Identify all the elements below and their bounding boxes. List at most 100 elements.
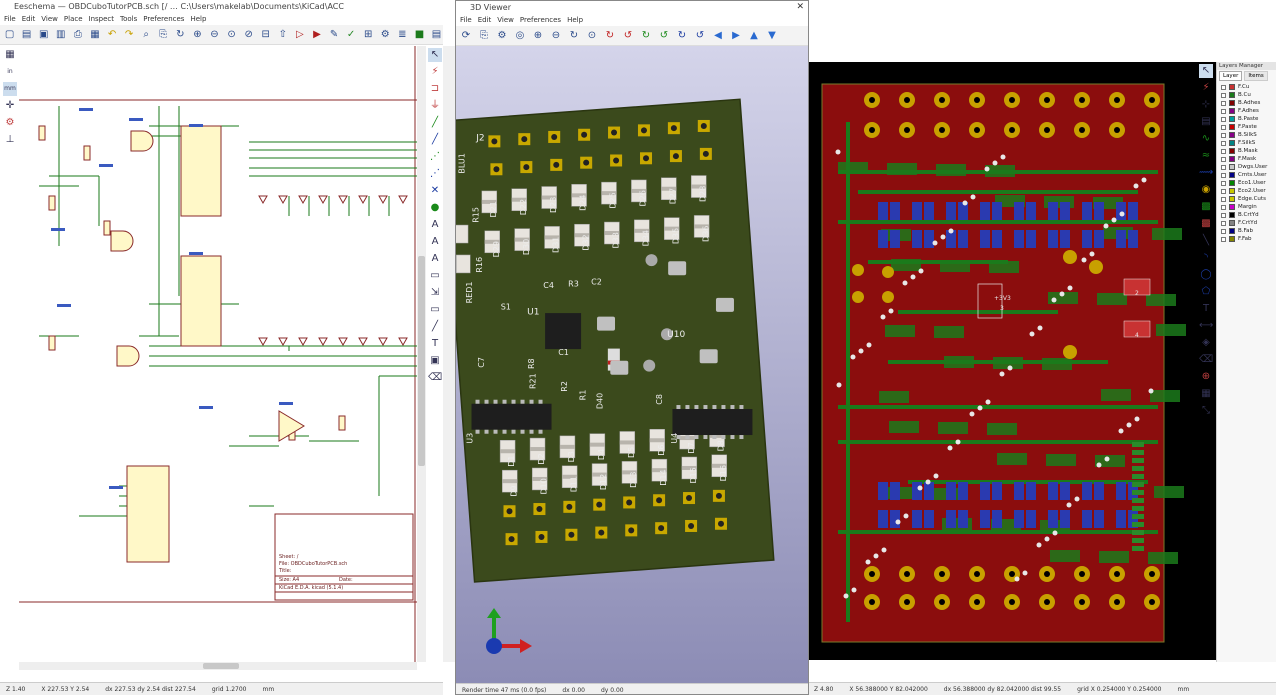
layer-visibility-checkbox[interactable] (1221, 164, 1226, 170)
v3-settings-icon[interactable]: ◎ (515, 29, 525, 41)
layer-color-swatch[interactable] (1229, 132, 1235, 138)
layer-row-b-silks[interactable]: B.SilkS (1221, 131, 1276, 139)
layer-color-swatch[interactable] (1229, 172, 1235, 178)
place-label-icon[interactable]: A (431, 219, 439, 230)
layer-color-swatch[interactable] (1229, 92, 1235, 98)
layer-color-swatch[interactable] (1229, 212, 1235, 218)
v3-menu-item-preferences[interactable]: Preferences (519, 16, 562, 24)
pcb-select-icon[interactable]: ↖ (1199, 64, 1213, 78)
v3-move-down-icon[interactable]: ▼ (768, 29, 776, 41)
layer-row-cmts-user[interactable]: Cmts.User (1221, 171, 1276, 179)
layer-row-f-mask[interactable]: F.Mask (1221, 155, 1276, 163)
undo-icon[interactable]: ↶ (107, 28, 117, 40)
layer-visibility-checkbox[interactable] (1221, 236, 1226, 242)
layer-color-swatch[interactable] (1229, 220, 1235, 226)
layer-color-swatch[interactable] (1229, 116, 1235, 122)
pcb-highlight-net-icon[interactable]: ⚡ (1202, 82, 1210, 93)
layer-visibility-checkbox[interactable] (1221, 84, 1226, 90)
layer-visibility-checkbox[interactable] (1221, 228, 1226, 234)
layer-row-b-crtyd[interactable]: B.CrtYd (1221, 211, 1276, 219)
items-tab[interactable]: Items (1244, 71, 1268, 81)
layers-tab[interactable]: Layer (1219, 71, 1243, 81)
layer-visibility-checkbox[interactable] (1221, 188, 1226, 194)
redo-icon[interactable]: ↷ (124, 28, 134, 40)
place-sheet-icon[interactable]: ▭ (430, 270, 440, 281)
layer-visibility-checkbox[interactable] (1221, 100, 1226, 106)
layer-color-swatch[interactable] (1229, 188, 1235, 194)
place-hier-label-icon[interactable]: A (431, 253, 439, 264)
ee-menu-item-inspect[interactable]: Inspect (88, 15, 115, 23)
layer-visibility-checkbox[interactable] (1221, 156, 1226, 162)
place-power-icon[interactable]: ⏚ (430, 100, 440, 111)
pcb-add-circle-icon[interactable]: ◯ (1200, 269, 1212, 280)
v3-rotate-x-cw-icon[interactable]: ↻ (605, 29, 615, 41)
layer-visibility-checkbox[interactable] (1221, 220, 1226, 226)
paste-icon[interactable]: ▦ (90, 28, 100, 40)
symbol-browser-icon[interactable]: ▶ (313, 28, 321, 40)
hidden-pins-icon[interactable]: ⚙ (5, 117, 15, 128)
v3-copy-image-icon[interactable]: ⎘ (480, 29, 488, 41)
ee-menu-item-edit[interactable]: Edit (21, 15, 36, 23)
layer-visibility-checkbox[interactable] (1221, 92, 1226, 98)
v3-move-up-icon[interactable]: ▲ (750, 29, 758, 41)
schematic-canvas[interactable]: Sheet: / File: OBDCuboTutorPCB.sch Size:… (19, 46, 417, 662)
layer-color-swatch[interactable] (1229, 84, 1235, 90)
find-replace-icon[interactable]: ⎘ (159, 28, 168, 40)
page-settings-icon[interactable]: ▥ (56, 28, 66, 40)
pcb-keepout-icon[interactable]: ▩ (1201, 218, 1211, 229)
layer-visibility-checkbox[interactable] (1221, 196, 1226, 202)
zoom-selection-icon[interactable]: ⊘ (244, 28, 253, 40)
layer-row-eco1-user[interactable]: Eco1.User (1221, 179, 1276, 187)
layer-color-swatch[interactable] (1229, 196, 1235, 202)
zoom-fit-icon[interactable]: ⊙ (227, 28, 236, 40)
pcb-canvas[interactable]: 2 4 3 +3V3 (808, 62, 1276, 660)
print-icon[interactable]: ⎙ (73, 28, 82, 40)
v3-rotate-z-ccw-icon[interactable]: ↺ (695, 29, 705, 41)
netlist-icon[interactable]: ⊞ (363, 28, 373, 40)
layer-row-b-cu[interactable]: B.Cu (1221, 91, 1276, 99)
layer-row-f-adhes[interactable]: F.Adhes (1221, 107, 1276, 115)
place-wire-icon[interactable]: ╱ (431, 117, 439, 128)
find-icon[interactable]: ⌕ (143, 28, 149, 40)
pcb-measure-icon[interactable]: ⤡ (1202, 405, 1210, 416)
pcb-add-text-icon[interactable]: T (1202, 303, 1210, 314)
layer-color-swatch[interactable] (1229, 204, 1235, 210)
layer-row-b-adhes[interactable]: B.Adhes (1221, 99, 1276, 107)
import-sheet-pin-icon[interactable]: ⇲ (430, 287, 440, 298)
leave-sheet-icon[interactable]: ⇧ (278, 28, 287, 40)
pcb-local-ratsnest-icon[interactable]: ⊹ (1201, 99, 1211, 110)
layer-row-b-paste[interactable]: B.Paste (1221, 115, 1276, 123)
zoom-out-icon[interactable]: ⊖ (210, 28, 219, 40)
layer-row-f-crtyd[interactable]: F.CrtYd (1221, 219, 1276, 227)
layer-visibility-checkbox[interactable] (1221, 132, 1226, 138)
symbol-editor-icon[interactable]: ▷ (296, 28, 304, 40)
erc-icon[interactable]: ✓ (346, 28, 356, 40)
pcb-add-footprint-icon[interactable]: ▤ (1201, 116, 1211, 127)
v3-move-left-icon[interactable]: ◀ (714, 29, 722, 41)
pcbnew-icon[interactable]: ■ (414, 28, 425, 40)
delete-tool-icon[interactable]: ⌫ (428, 372, 443, 383)
ee-menu-item-view[interactable]: View (41, 15, 58, 23)
pcb-add-polygon-icon[interactable]: ⬠ (1201, 286, 1211, 297)
v3-rotate-y-cw-icon[interactable]: ↻ (641, 29, 651, 41)
v3-raytrace-icon[interactable]: ⚙ (497, 29, 507, 41)
v3-zoom-out-icon[interactable]: ⊖ (551, 29, 561, 41)
layer-color-swatch[interactable] (1229, 108, 1235, 114)
bom-icon[interactable]: ≣ (398, 28, 407, 40)
bus-to-bus-entry-icon[interactable]: ⋰ (430, 168, 440, 179)
layer-row-eco2-user[interactable]: Eco2.User (1221, 187, 1276, 195)
layer-visibility-checkbox[interactable] (1221, 204, 1226, 210)
no-connect-icon[interactable]: ✕ (430, 185, 440, 196)
v3-reload-icon[interactable]: ⟳ (461, 29, 471, 41)
pcb-delete-icon[interactable]: ⌫ (1199, 354, 1214, 365)
pcb-add-zone-icon[interactable]: ▩ (1201, 201, 1211, 212)
layer-visibility-checkbox[interactable] (1221, 148, 1226, 154)
pcb-add-arc-icon[interactable]: ◝ (1204, 252, 1208, 263)
bus-wire-angle-icon[interactable]: ⊥ (5, 134, 15, 145)
ee-menu-item-help[interactable]: Help (190, 15, 207, 23)
pcb-route-track-icon[interactable]: ∿ (1201, 133, 1211, 144)
place-global-label-icon[interactable]: A (431, 236, 439, 247)
pcb-add-dimension-icon[interactable]: ⟷ (1199, 320, 1214, 331)
zoom-in-icon[interactable]: ⊕ (193, 28, 202, 40)
new-schematic-icon[interactable]: ▢ (4, 28, 15, 40)
